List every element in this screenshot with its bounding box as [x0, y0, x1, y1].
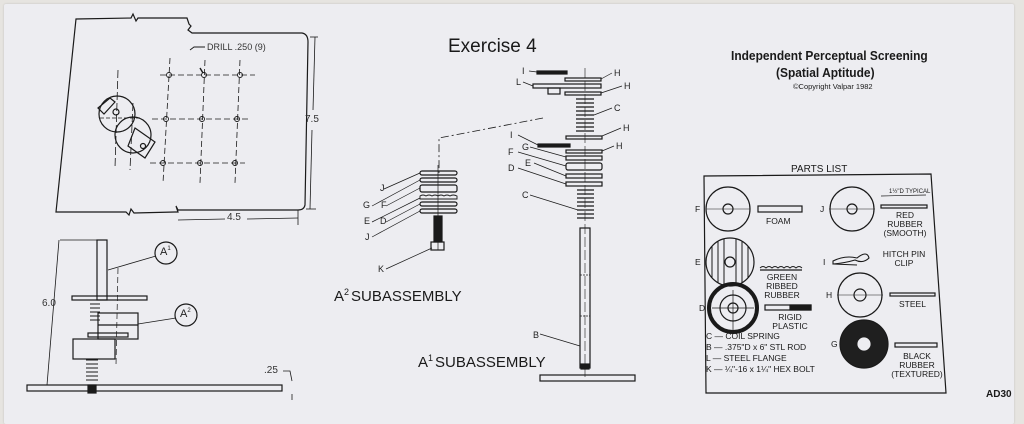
technical-drawing — [26, 12, 947, 400]
a1-label-f: F — [508, 147, 514, 157]
a1-label-l: L — [516, 77, 522, 87]
a2-label-e: E — [364, 216, 371, 226]
part-letter-h: H — [826, 290, 833, 300]
top-view-plate — [55, 12, 318, 225]
a1-label-h3: H — [623, 123, 630, 133]
part-note-typical: 1½"D TYPICAL — [889, 189, 931, 195]
side-view-assembly — [26, 239, 293, 400]
part-letter-d: D — [699, 303, 706, 313]
part-name-foam: FOAM — [766, 216, 791, 226]
legend-steel-rod: B — .375"D x 6" STL ROD — [706, 342, 807, 352]
a2-label-k: K — [378, 264, 385, 274]
card-code: AD30 — [986, 389, 1012, 400]
parts-list-box — [703, 173, 947, 394]
dimension-height-side: 6.0 — [42, 298, 56, 309]
a2-subassembly-drawing — [371, 117, 544, 270]
callout-a2: A2 — [180, 308, 191, 320]
callout-a1: A1 — [160, 246, 171, 258]
a1-label-i-top: I — [522, 66, 525, 76]
a1-subassembly-drawing — [517, 68, 636, 382]
a1-label-h1: H — [614, 68, 621, 78]
a1-label-h4: H — [616, 141, 623, 151]
part-name-rigid-plastic: RIGID PLASTIC — [772, 312, 808, 331]
legend-coil-spring: C — COIL SPRING — [706, 331, 780, 341]
a1-label-d: D — [508, 163, 515, 173]
legend-steel-flange: L — STEEL FLANGE — [706, 353, 787, 363]
a1-label-b: B — [533, 330, 540, 340]
part-name-hitch-pin: HITCH PIN CLIP — [882, 249, 926, 268]
dimension-width-top: 4.5 — [227, 212, 241, 223]
a1-label-c-top: C — [614, 103, 621, 113]
a1-label-e: E — [525, 158, 532, 168]
parts-list-title: PARTS LIST — [791, 164, 848, 175]
part-letter-g: G — [831, 339, 838, 349]
part-name-steel: STEEL — [899, 299, 926, 309]
dimension-plate-thickness: .25 — [264, 365, 278, 376]
exercise-title: Exercise 4 — [448, 36, 537, 57]
a2-label-d: D — [380, 216, 387, 226]
part-letter-f: F — [695, 204, 701, 214]
test-subtitle: (Spatial Aptitude) — [776, 65, 875, 80]
a1-label-h2: H — [624, 81, 631, 91]
drill-note: DRILL .250 (9) — [207, 42, 266, 52]
a1-label-i-mid: I — [510, 130, 513, 140]
part-name-red-rubber: RED RUBBER (SMOOTH) — [883, 210, 927, 238]
part-letter-j: J — [820, 204, 825, 214]
part-name-black-rubber: BLACK RUBBER (TEXTURED) — [891, 351, 943, 379]
part-letter-e: E — [695, 257, 701, 267]
copyright-notice: ©Copyright Valpar 1982 — [793, 82, 873, 91]
parts-legend: C — COIL SPRING B — .375"D x 6" STL ROD … — [706, 331, 815, 375]
test-title: Independent Perceptual Screening — [731, 48, 928, 63]
legend-hex-bolt: K — ¼"-16 x 1¼" HEX BOLT — [706, 364, 815, 374]
dimension-height-top: 7.5 — [305, 114, 319, 125]
a2-label-f: F — [381, 200, 387, 210]
part-letter-i: I — [823, 257, 826, 267]
a2-label-j-bottom: J — [365, 232, 370, 242]
a1-label-c-bottom: C — [522, 190, 529, 200]
a2-label-j-top: J — [380, 183, 385, 193]
a1-label-g: G — [522, 142, 530, 152]
a2-label-g: G — [363, 200, 371, 210]
part-name-green-ribbed: GREEN RIBBED RUBBER — [764, 272, 800, 300]
